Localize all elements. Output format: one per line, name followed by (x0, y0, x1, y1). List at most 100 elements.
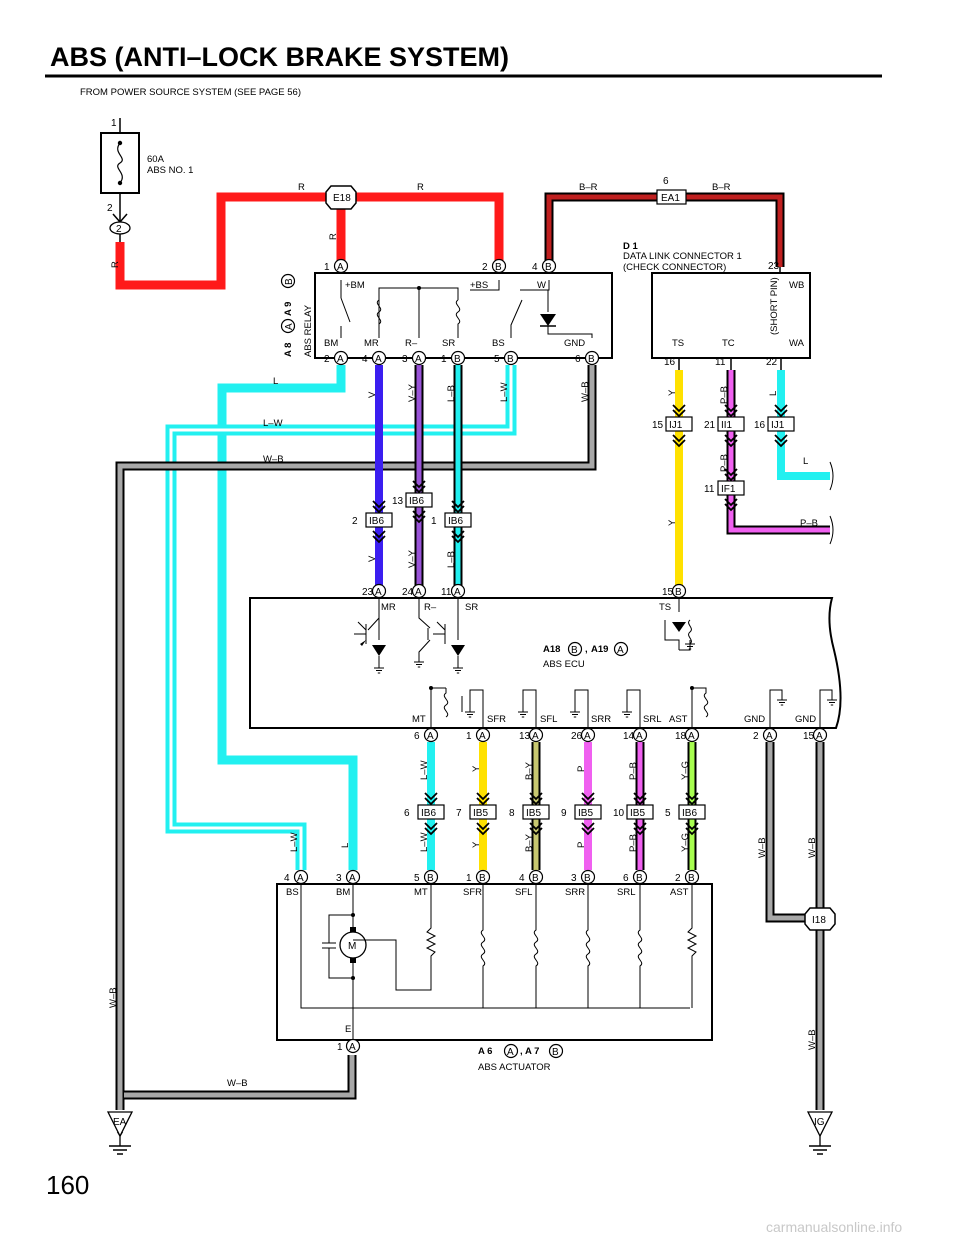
svg-text:,: , (585, 644, 588, 655)
data-link-connector: D 1 DATA LINK CONNECTOR 1 (CHECK CONNECT… (623, 241, 811, 370)
wire-label: V–Y (407, 549, 418, 568)
svg-text:MT: MT (412, 714, 426, 725)
svg-text:A: A (766, 731, 773, 742)
svg-text:SR: SR (465, 602, 478, 613)
svg-text:A: A (617, 645, 624, 656)
svg-text:B: B (479, 873, 486, 884)
svg-text:SRR: SRR (591, 714, 611, 725)
svg-text:R–: R– (405, 338, 418, 349)
svg-text:ABS ECU: ABS ECU (543, 659, 585, 670)
svg-text:3: 3 (571, 873, 577, 884)
svg-text:GND: GND (795, 714, 816, 725)
abs-ecu: MR R– SR TS A18 B , A19 A ABS ECU MT SFR… (249, 597, 842, 729)
svg-text:TS: TS (659, 602, 671, 613)
svg-text:D 1: D 1 (623, 241, 639, 252)
svg-text:A: A (284, 323, 295, 330)
wire-label: Y (471, 765, 482, 772)
connector-ij1-wa: IJ1 16 (754, 404, 795, 447)
svg-text:TS: TS (672, 338, 684, 349)
wire-label: R (417, 182, 424, 193)
svg-text:W: W (537, 280, 546, 291)
svg-text:B: B (507, 354, 514, 365)
svg-text:11: 11 (441, 587, 452, 598)
svg-text:IJ1: IJ1 (771, 420, 785, 431)
svg-text:9: 9 (561, 808, 567, 819)
wire-label: B–Y (524, 833, 535, 852)
svg-text:A: A (337, 262, 344, 273)
svg-text:A: A (454, 587, 461, 598)
svg-text:13: 13 (519, 731, 531, 742)
svg-text:SFL: SFL (515, 887, 532, 898)
svg-text:10: 10 (613, 808, 625, 819)
svg-text:IF1: IF1 (721, 484, 736, 495)
wire-label: B–R (712, 182, 731, 193)
ground-ea: EA (106, 1111, 134, 1155)
svg-text:A 6: A 6 (478, 1046, 492, 1057)
wire-label: L (803, 456, 808, 467)
svg-text:5: 5 (665, 808, 671, 819)
svg-text:BS: BS (492, 338, 505, 349)
svg-text:11: 11 (704, 484, 715, 495)
svg-text:A: A (532, 731, 539, 742)
svg-text:B: B (532, 873, 539, 884)
svg-text:5: 5 (494, 354, 500, 365)
wire-label: Y–G (680, 761, 691, 780)
svg-text:A19: A19 (591, 644, 608, 655)
svg-text:GND: GND (564, 338, 585, 349)
svg-text:18: 18 (675, 731, 687, 742)
svg-text:A: A (375, 354, 382, 365)
abs-actuator: BS BM MT SFR SFL SRR SRL AST M E A 6 A ,… (276, 883, 713, 1073)
svg-text:A: A (297, 873, 304, 884)
wire-label: L–W (263, 418, 283, 429)
wire-label: P–B (719, 454, 730, 472)
svg-text:SRL: SRL (617, 887, 635, 898)
svg-text:(SHORT PIN): (SHORT PIN) (769, 277, 780, 335)
wire-label: L–W (419, 832, 430, 852)
svg-text:22: 22 (766, 357, 778, 368)
svg-text:B: B (427, 873, 434, 884)
svg-text:MR: MR (381, 602, 396, 613)
svg-text:3: 3 (402, 354, 408, 365)
svg-text:A 8: A 8 (283, 343, 294, 357)
wire-label: P (576, 842, 587, 848)
svg-text:IB6: IB6 (448, 516, 463, 527)
svg-text:A: A (415, 587, 422, 598)
svg-text:A: A (636, 731, 643, 742)
svg-text:IJ1: IJ1 (669, 420, 683, 431)
svg-text:11: 11 (715, 357, 726, 368)
svg-text:A: A (427, 731, 434, 742)
svg-text:ABS NO. 1: ABS NO. 1 (147, 165, 193, 176)
svg-text:24: 24 (402, 587, 414, 598)
svg-text:B: B (284, 278, 295, 285)
svg-text:16: 16 (754, 420, 766, 431)
wire-label: P–B (719, 386, 730, 404)
svg-text:4: 4 (519, 873, 525, 884)
svg-text:2: 2 (324, 354, 330, 365)
svg-text:EA: EA (113, 1117, 127, 1128)
svg-text:26: 26 (571, 731, 583, 742)
svg-text:3: 3 (336, 873, 342, 884)
wire-label: Y (667, 519, 678, 526)
svg-text:A 9: A 9 (283, 302, 294, 316)
svg-text:B: B (688, 873, 695, 884)
svg-text:B: B (584, 873, 591, 884)
